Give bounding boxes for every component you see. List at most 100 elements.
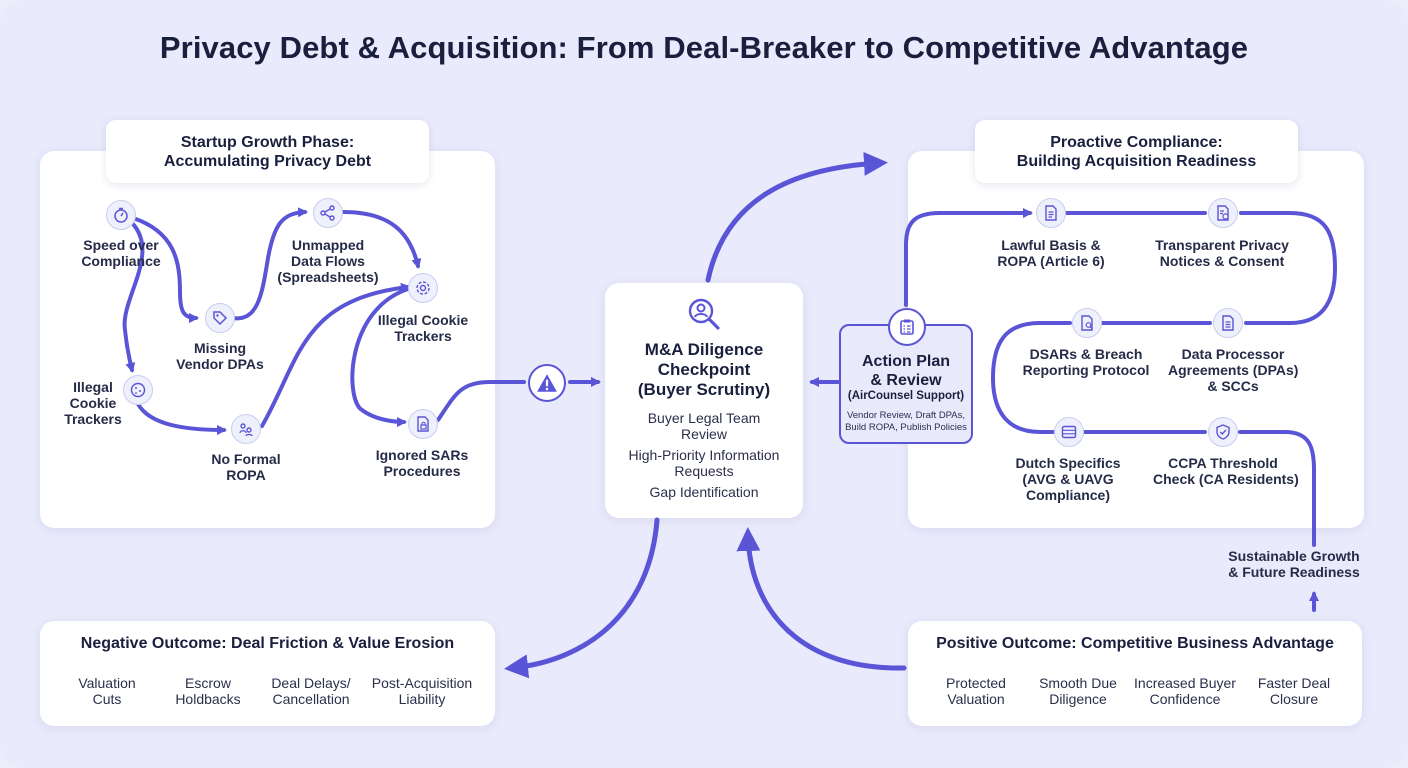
cookie-icon xyxy=(123,375,153,405)
checkpoint-item-line: Gap Identification xyxy=(649,484,759,500)
node-label-dutch: Dutch Specifics (AVG & UAVG Compliance) xyxy=(1008,455,1128,503)
action-plan-title-line: & Review xyxy=(870,372,942,389)
node-label-line: Compliance) xyxy=(1025,487,1110,503)
negative-item-delays: Deal Delays/ Cancellation xyxy=(256,675,366,707)
action-plan-title-line: Action Plan xyxy=(861,353,950,370)
outcome-item-line: Closure xyxy=(1269,691,1319,707)
connector-positive-to-checkpoint xyxy=(736,527,907,671)
document-list-icon xyxy=(1036,198,1066,228)
node-label-speed: Speed over Compliance xyxy=(71,237,171,269)
negative-outcome-card xyxy=(40,621,495,726)
node-label-line: ROPA (Article 6) xyxy=(997,253,1105,269)
clipboard-icon xyxy=(888,308,926,346)
outcome-item-line: Liability xyxy=(398,691,446,707)
node-label-line: (Spreadsheets) xyxy=(277,269,379,285)
checkpoint-title: M&A Diligence Checkpoint (Buyer Scrutiny… xyxy=(605,340,803,400)
action-plan-title: Action Plan & Review xyxy=(841,352,971,390)
node-label-line: DSARs & Breach xyxy=(1029,346,1143,362)
outcome-item-line: Diligence xyxy=(1049,691,1107,707)
node-label-line: Data Flows xyxy=(291,253,365,269)
magnifier-person-icon xyxy=(686,296,722,332)
node-label-line: Notices & Consent xyxy=(1159,253,1285,269)
growth-label-line: Sustainable Growth xyxy=(1228,548,1360,564)
people-icon xyxy=(231,414,261,444)
connector-vendor-to-dataflows xyxy=(230,207,308,321)
node-label-dsars: DSARs & Breach Reporting Protocol xyxy=(1016,346,1156,378)
checkpoint-title-line: (Buyer Scrutiny) xyxy=(637,380,771,399)
checkpoint-title-line: M&A Diligence xyxy=(644,340,764,359)
connector-speed-to-vendor xyxy=(131,216,199,323)
proactive-heading: Proactive Compliance: Building Acquisiti… xyxy=(975,120,1298,183)
proactive-heading-line2: Building Acquisition Readiness xyxy=(1016,152,1257,170)
connector-ropa-to-gear xyxy=(260,282,411,428)
node-label-line: Trackers xyxy=(394,328,452,344)
outcome-item-line: Confidence xyxy=(1149,691,1221,707)
document-text-icon xyxy=(1213,308,1243,338)
node-label-ccpa: CCPA Threshold Check (CA Residents) xyxy=(1153,455,1299,487)
negative-item-escrow: Escrow Holdbacks xyxy=(158,675,258,707)
checkpoint-title-line: Checkpoint xyxy=(657,360,751,379)
gear-icon xyxy=(408,273,438,303)
outcome-item-line: Protected xyxy=(946,675,1006,691)
outcome-item-line: Smooth Due xyxy=(1039,675,1117,691)
growth-label-line: & Future Readiness xyxy=(1228,564,1360,580)
outcome-item-line: Deal Delays/ xyxy=(271,675,351,691)
node-label-line: Transparent Privacy xyxy=(1155,237,1289,253)
outcome-item-line: Increased Buyer xyxy=(1134,675,1236,691)
connector-proactive-serpentine xyxy=(990,211,1338,547)
connector-sars-to-checkpoint xyxy=(436,380,526,422)
negative-item-valuation: Valuation Cuts xyxy=(57,675,157,707)
node-label-line: ROPA xyxy=(226,467,266,483)
node-label-line: Dutch Specifics xyxy=(1015,455,1121,471)
node-label-dataflows: Unmapped Data Flows (Spreadsheets) xyxy=(268,237,388,285)
node-label-vendor: Missing Vendor DPAs xyxy=(170,340,270,372)
checkpoint-item-review: Buyer Legal Team Review xyxy=(605,410,803,442)
checkpoint-item-line: Requests xyxy=(674,463,734,479)
node-label-line: Cookie xyxy=(69,395,117,411)
connector-dataflows-to-gear xyxy=(341,210,422,269)
outcome-item-line: Cuts xyxy=(92,691,122,707)
node-label-line: No Formal xyxy=(211,451,281,467)
outcome-item-line: Holdbacks xyxy=(175,691,241,707)
node-label-dpas: Data Processor Agreements (DPAs) & SCCs xyxy=(1168,346,1298,394)
checkpoint-item-line: Buyer Legal Team xyxy=(647,410,761,426)
startup-heading-line1: Startup Growth Phase: xyxy=(180,133,355,151)
negative-item-liability: Post-Acquisition Liability xyxy=(362,675,482,707)
node-label-line: Unmapped xyxy=(291,237,365,253)
connector-speed-to-cookie xyxy=(122,222,145,373)
startup-heading-line2: Accumulating Privacy Debt xyxy=(163,152,372,170)
document-search-icon xyxy=(1072,308,1102,338)
node-label-line: Illegal xyxy=(73,379,113,395)
checkpoint-item-requests: High-Priority Information Requests xyxy=(605,447,803,479)
node-label-line: Trackers xyxy=(64,411,122,427)
list-box-icon xyxy=(1054,417,1084,447)
tag-icon xyxy=(205,303,235,333)
node-label-line: Agreements (DPAs) xyxy=(1168,362,1299,378)
node-label-ropa: No Formal ROPA xyxy=(196,451,296,483)
node-label-cookie-trackers-left: Illegal Cookie Trackers xyxy=(48,379,138,427)
node-label-line: Vendor DPAs xyxy=(176,356,264,372)
outcome-item-line: Cancellation xyxy=(272,691,350,707)
share-icon xyxy=(313,198,343,228)
outcome-item-line: Faster Deal xyxy=(1257,675,1331,691)
positive-item-closure: Faster Deal Closure xyxy=(1244,675,1344,707)
node-label-line: Lawful Basis & xyxy=(1001,237,1101,253)
shield-check-icon xyxy=(1208,417,1238,447)
checkpoint-item-line: Review xyxy=(681,426,727,442)
positive-heading: Positive Outcome: Competitive Business A… xyxy=(936,635,1334,652)
page-title: Privacy Debt & Acquisition: From Deal-Br… xyxy=(159,30,1249,65)
node-label-line: Check (CA Residents) xyxy=(1153,471,1299,487)
node-label-line: Procedures xyxy=(383,463,461,479)
checkpoint-item-gaps: Gap Identification xyxy=(605,484,803,500)
node-label-line: Reporting Protocol xyxy=(1022,362,1150,378)
outcome-item-line: Escrow xyxy=(185,675,231,691)
node-label-line: & SCCs xyxy=(1207,378,1259,394)
node-label-line: Missing xyxy=(193,340,247,356)
node-label-line: Data Processor xyxy=(1181,346,1285,362)
action-plan-detail-line: Vendor Review, Draft DPAs, xyxy=(846,410,966,421)
node-label-cookie-trackers-right: Illegal Cookie Trackers xyxy=(368,312,478,344)
node-label-line: (AVG & UAVG xyxy=(1022,471,1114,487)
node-label-line: Speed over xyxy=(83,237,159,253)
document-check-icon xyxy=(1208,198,1238,228)
